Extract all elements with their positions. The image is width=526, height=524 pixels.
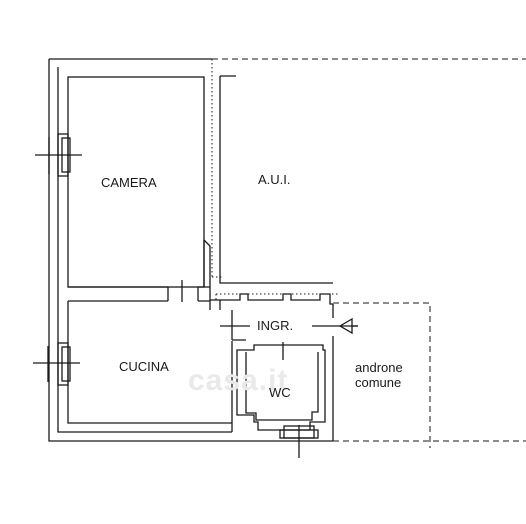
cucina-room-outline — [67, 301, 232, 424]
camera-cucina-wall — [68, 286, 210, 302]
ingresso-left-wall — [209, 300, 246, 341]
entrance-arrow — [338, 317, 358, 335]
room-label-androne: androne comune — [355, 360, 403, 390]
room-label-wc: WC — [269, 385, 291, 400]
outer-wall-inner — [57, 67, 232, 433]
window-camera — [35, 133, 82, 177]
room-label-ingresso: INGR. — [257, 318, 294, 333]
window-cucina — [33, 342, 80, 386]
wc-inner — [245, 352, 319, 421]
room-label-cucina: CUCINA — [119, 359, 169, 374]
watermark: casa.it — [188, 364, 289, 397]
ingresso-walls — [210, 293, 333, 310]
aui-inner-wall — [219, 75, 333, 284]
room-label-aui: A.U.I. — [258, 172, 291, 187]
boundary-androne — [333, 302, 431, 448]
camera-wall-right — [203, 239, 211, 300]
camera-door — [167, 280, 199, 302]
wc-outline — [236, 344, 326, 431]
window-wc — [279, 425, 319, 458]
outer-wall — [48, 58, 333, 442]
boundary-dotted — [211, 59, 340, 300]
room-label-camera: CAMERA — [101, 175, 157, 190]
